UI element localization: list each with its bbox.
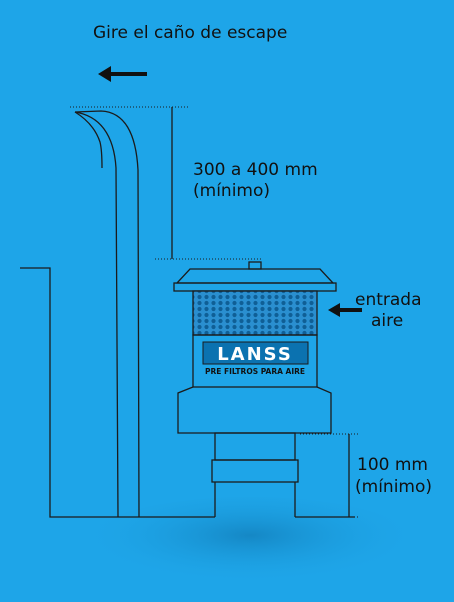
prefilter: LANSS PRE FILTROS PARA AIRE <box>173 261 337 517</box>
air-inlet-label-2: aire <box>371 311 403 331</box>
filter-mesh <box>192 290 318 336</box>
top-distance-label: 300 a 400 mm <box>193 160 318 180</box>
exhaust-pipe <box>74 110 140 518</box>
brand-tagline: PRE FILTROS PARA AIRE <box>205 367 305 376</box>
brand-logo <box>202 341 309 365</box>
rotate-arrow-icon <box>98 66 147 82</box>
bottom-minimum-label: (mínimo) <box>355 477 432 497</box>
inlet-arrow-icon <box>328 303 362 317</box>
air-inlet-label-1: entrada <box>355 290 422 310</box>
rotate-exhaust-label: Gire el caño de escape <box>93 23 287 43</box>
ground-shadow <box>80 497 420 593</box>
bottom-distance-label: 100 mm <box>357 455 428 475</box>
top-minimum-label: (mínimo) <box>193 181 270 201</box>
brand-logo-text: LANSS <box>217 344 293 365</box>
